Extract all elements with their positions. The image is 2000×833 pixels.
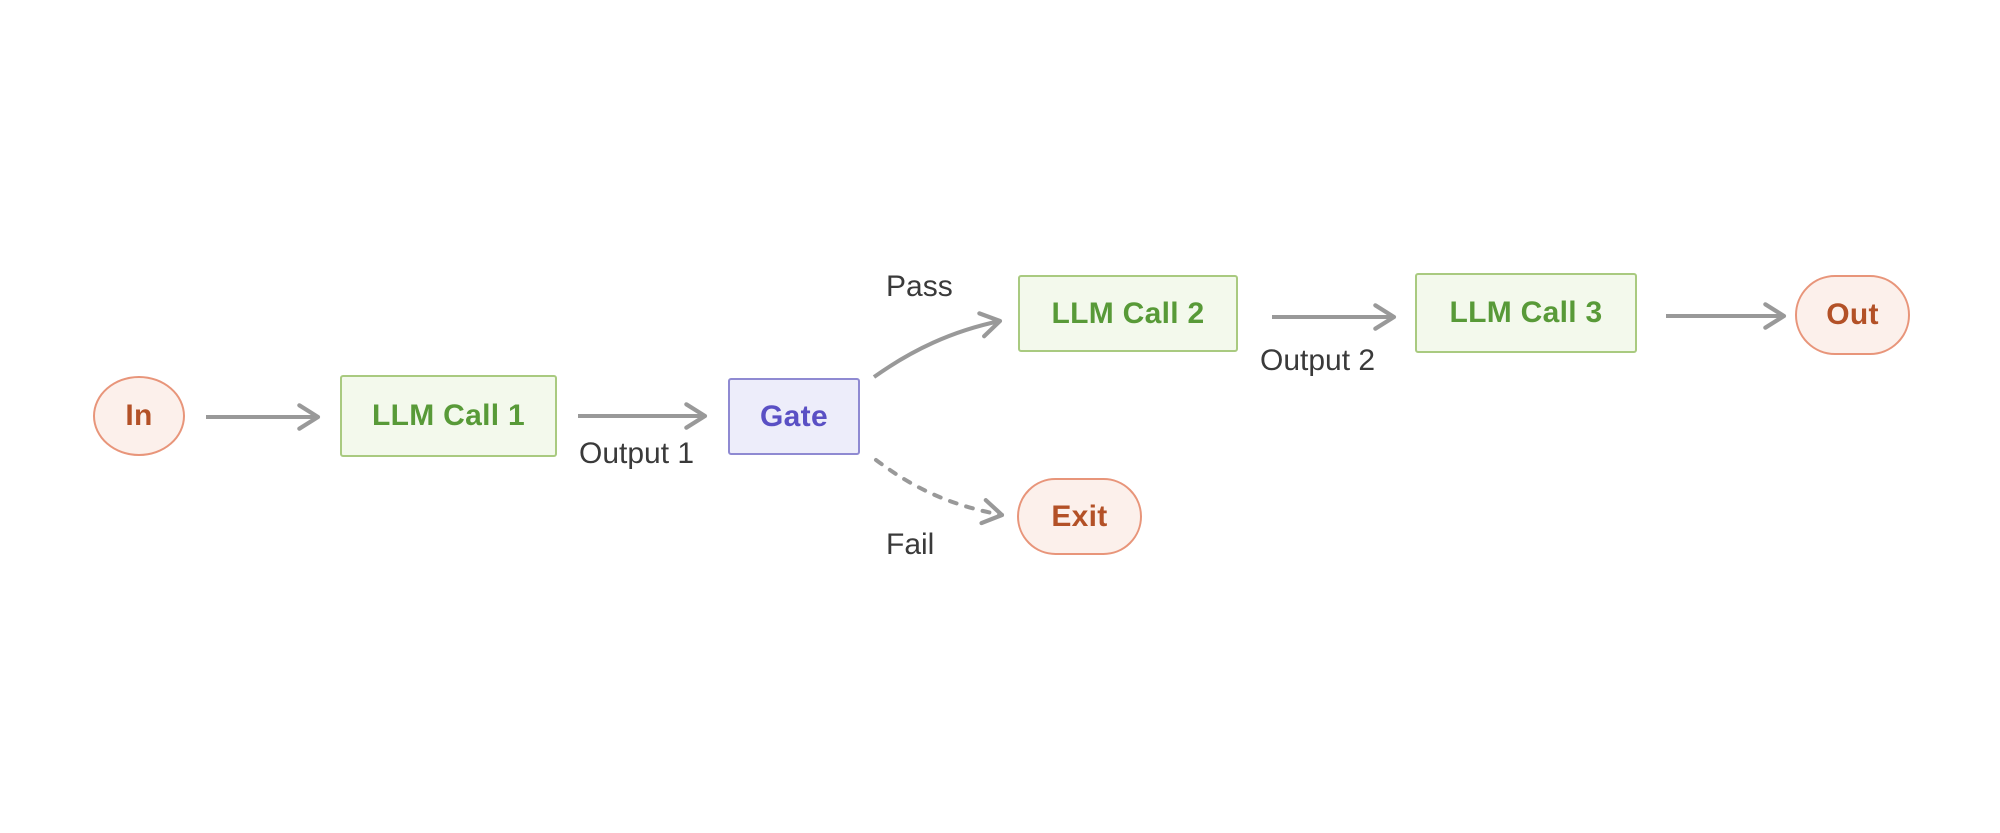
node-gate: Gate [728,378,860,455]
node-gate-label: Gate [760,399,828,433]
edge-label-fail: Fail [886,528,935,561]
node-in-label: In [125,399,153,432]
node-llm-call-3: LLM Call 3 [1415,273,1637,353]
node-out: Out [1795,275,1910,355]
edge-label-output-2: Output 2 [1260,344,1376,377]
node-llm-call-2-label: LLM Call 2 [1051,296,1205,330]
node-out-label: Out [1826,298,1879,331]
node-in: In [93,376,185,456]
edge-label-output-1: Output 1 [579,437,695,470]
edge-label-pass: Pass [886,270,953,303]
node-llm-call-1-label: LLM Call 1 [371,399,525,432]
node-exit: Exit [1017,478,1142,555]
arrow-gate-fail-to-exit [874,458,1005,526]
node-llm-call-2: LLM Call 2 [1018,275,1238,352]
node-llm-call-1: LLM Call 1 [340,375,557,457]
node-llm-call-3-label: LLM Call 3 [1449,296,1603,329]
node-exit-label: Exit [1051,499,1108,533]
arrow-gate-pass-to-llm-call-2 [872,311,1003,379]
